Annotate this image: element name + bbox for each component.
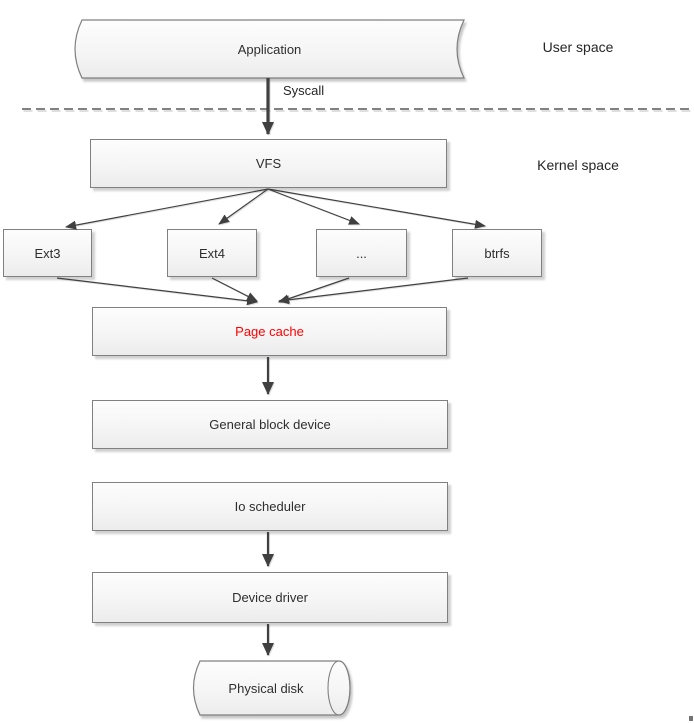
arrow-other-to-page-cache: [278, 277, 350, 304]
arrow-btrfs-to-page-cache: [278, 277, 469, 305]
node-general-block-device-label: General block device: [209, 417, 331, 432]
node-other-filesystems: ...: [316, 229, 407, 277]
node-btrfs-label: btrfs: [484, 245, 510, 261]
node-btrfs: btrfs: [452, 229, 542, 277]
arrow-ext4-to-page-cache: [211, 277, 258, 302]
node-io-scheduler: Io scheduler: [92, 482, 448, 531]
application-node-shape: [74, 19, 465, 79]
node-other-filesystems-label: ...: [356, 245, 367, 261]
node-device-driver-label: Device driver: [232, 590, 308, 605]
node-ext3-label: Ext3: [34, 245, 61, 261]
physical-disk-node-shape: [192, 660, 351, 716]
node-vfs-label: VFS: [255, 156, 282, 171]
arrow-vfs-to-ext3: [65, 188, 269, 230]
node-device-driver: Device driver: [92, 572, 448, 623]
arrow-vfs-to-ext4: [218, 188, 269, 225]
node-page-cache-label: Page cache: [235, 324, 304, 339]
user-space-label: User space: [542, 39, 614, 55]
node-io-scheduler-label: Io scheduler: [234, 499, 306, 514]
node-ext3: Ext3: [3, 229, 92, 277]
arrow-vfs-to-other: [267, 188, 360, 225]
node-general-block-device: General block device: [92, 400, 448, 449]
arrow-vfs-to-btrfs: [267, 188, 486, 229]
node-page-cache: Page cache: [92, 307, 447, 356]
arrow-ext3-to-page-cache: [56, 277, 258, 306]
node-ext4-label: Ext4: [198, 245, 225, 261]
node-ext4: Ext4: [167, 229, 257, 277]
node-vfs: VFS: [90, 139, 447, 188]
kernel-space-label: Kernel space: [537, 157, 619, 173]
syscall-label: Syscall: [283, 83, 325, 98]
corner-artifact: [689, 716, 693, 721]
